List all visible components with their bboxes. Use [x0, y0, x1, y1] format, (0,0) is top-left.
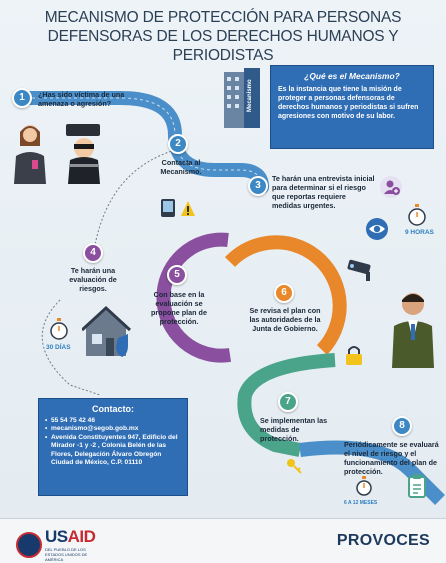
step-4-badge: 4	[83, 243, 103, 263]
footer: USAID DEL PUEBLO DE LOS ESTADOS UNIDOS D…	[0, 518, 446, 563]
cctv-icon	[346, 258, 378, 282]
stopwatch-icon-3	[356, 476, 372, 496]
step-2-text: Contacta al Mecanismo.	[160, 158, 202, 176]
road-purple	[156, 232, 232, 363]
timer-months: 6 A 12 MESES	[344, 500, 378, 506]
step-7-text: Se implementan las medidas de protección…	[260, 416, 328, 443]
building-label: Mecanismo	[247, 79, 253, 112]
step-2-badge: 2	[168, 134, 188, 154]
key-icon	[286, 458, 302, 474]
step-8-badge: 8	[392, 416, 412, 436]
title-line-2: DEFENSORAS DE LOS DERECHOS HUMANOS Y PER…	[47, 28, 399, 64]
timer-days: 30 DÍAS	[46, 344, 71, 351]
what-body: Es la instancia que tiene la misión de p…	[278, 86, 419, 120]
contact-address: Avenida Constituyentes 947, Edificio del…	[45, 434, 181, 468]
step-8-text: Periódicamente se evaluará el nivel de r…	[344, 440, 439, 476]
step-6-badge: 6	[274, 283, 294, 303]
contact-box: Contacto: 55 54 75 42 46 mecanismo@segob…	[38, 398, 188, 496]
clipboard-icon	[408, 474, 426, 498]
step-1-badge: 1	[12, 88, 32, 108]
step-1-text: ¿Has sido víctima de una amenaza o agres…	[38, 90, 125, 108]
provoces-logo: PROVOCES	[336, 532, 430, 549]
stopwatch-icon-2	[50, 318, 68, 340]
usaid-seal-icon	[16, 531, 42, 558]
eye-icon	[366, 218, 388, 240]
road-teal	[237, 353, 336, 457]
timer-hours: 9 HORAS	[405, 229, 434, 236]
woman-icon	[12, 122, 48, 184]
house-shield-icon	[80, 304, 132, 358]
usaid-logo: USAID DEL PUEBLO DE LOS ESTADOS UNIDOS D…	[16, 527, 96, 562]
title-line-1: MECANISMO DE PROTECCIÓN PARA PERSONAS	[44, 9, 402, 26]
stopwatch-icon-1	[408, 204, 426, 226]
step-6-text: Se revisa el plan con las autoridades de…	[249, 306, 321, 333]
usaid-subtitle: DEL PUEBLO DE LOS ESTADOS UNIDOS DE AMÉR…	[45, 547, 88, 562]
alert-icon	[180, 200, 196, 218]
what-is-box: ¿Qué es el Mecanismo? Es la instancia qu…	[270, 65, 434, 149]
contact-heading: Contacto:	[92, 404, 134, 414]
usaid-us: US	[45, 527, 68, 546]
page-title: MECANISMO DE PROTECCIÓN PARA PERSONAS DE…	[0, 8, 446, 65]
step-4-text: Te harán una evaluación de riesgos.	[69, 266, 117, 293]
usaid-aid: AID	[67, 527, 96, 546]
contact-email: mecanismo@segob.gob.mx	[45, 425, 181, 434]
journalist-icon	[388, 290, 438, 368]
step-5-text: Con base en la evaluación se propone pla…	[151, 290, 207, 326]
step-7-badge: 7	[278, 392, 298, 412]
road-orange	[224, 235, 347, 355]
user-add-icon	[380, 176, 402, 198]
step-3-badge: 3	[248, 176, 268, 196]
phone-icon	[160, 198, 176, 218]
hacker-icon	[62, 124, 106, 184]
step-5-badge: 5	[167, 265, 187, 285]
what-heading: ¿Qué es el Mecanismo?	[304, 71, 400, 81]
step-3-text: Te harán una entrevista inicial para det…	[272, 174, 375, 210]
building-icon: Mecanismo	[222, 68, 262, 128]
lock-icon	[344, 344, 364, 366]
contact-phone: 55 54 75 42 46	[45, 417, 181, 426]
road-blue-end	[299, 440, 445, 505]
contact-list: 55 54 75 42 46 mecanismo@segob.gob.mx Av…	[45, 417, 181, 467]
